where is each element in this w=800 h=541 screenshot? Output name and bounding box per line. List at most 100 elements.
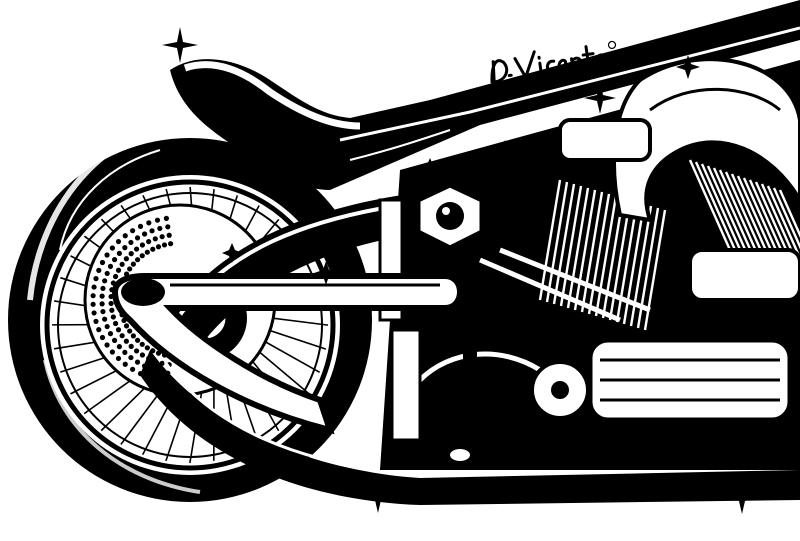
disc-hole [154,217,161,223]
fin [601,197,625,319]
fin [718,169,762,261]
disc-hole [109,349,115,355]
disc-hole [104,342,110,348]
disc-hole [93,276,99,282]
engine [378,57,800,470]
disc-hole [108,300,114,307]
disc-hole [165,224,171,230]
seat-and-top-rail [170,0,800,190]
disc-hole [122,233,128,239]
disc-hole [107,263,114,269]
disc-hole [144,249,150,255]
disc-hole [122,361,128,367]
air-cleaner-center [436,202,464,230]
disc-hole [111,337,118,343]
disc-hole [149,228,155,234]
disc-hole [90,301,96,307]
rocker-box-front [688,248,800,302]
disc-hole [139,242,146,248]
sparkle [162,27,198,63]
disc-hole [115,238,122,245]
disc-hole [146,220,152,226]
disc-hole [133,246,140,252]
disc-hole [133,348,140,354]
disc-hole [128,251,134,257]
tire-highlight-thin [59,149,161,251]
disc-hole [130,366,136,372]
disc-hole [112,320,119,327]
seat-highlight [183,61,361,130]
disc-hole [109,245,115,251]
fin [538,179,562,301]
disc-hole [127,266,133,272]
primary-cover-lines [600,358,780,402]
disc-hole [102,278,108,284]
disc-hole [144,345,150,351]
exhaust-tip [121,278,165,306]
fin [706,165,750,257]
disc-hole [104,270,110,277]
disc-hole [139,253,145,259]
fin [778,189,800,238]
disc-hole [155,244,162,250]
fin [587,193,611,315]
disc-hole [130,228,136,234]
disc-hole [146,238,152,245]
disc-hole [91,284,97,290]
signature-glyphs [490,45,609,86]
sparkle [420,158,440,178]
disc-hole [100,285,106,292]
disc-hole [104,252,110,258]
fin [573,189,597,311]
disc-hole [152,236,158,242]
fin [615,201,639,323]
cylinder-fins [538,159,800,331]
disc-hole [122,245,128,251]
exhaust [111,273,477,465]
trademark-mark [607,40,617,50]
kickstand-foot [446,445,474,465]
frame-lower-rail [140,350,800,505]
disc-hole [112,273,119,280]
sparkle [222,243,242,263]
disc-hole [96,327,102,333]
sparkle [584,82,616,114]
disc-hole [157,225,163,232]
disc-hole [159,234,165,240]
fin [766,185,800,261]
disc-hole [137,223,144,229]
disc-hole [161,242,168,248]
disc-hole [166,232,172,238]
disc-hole [123,323,130,329]
fin [559,185,583,307]
disc-hole [128,354,134,361]
fin [712,167,756,259]
disc-hole [130,261,136,267]
fin [622,203,646,325]
disc-hole [139,341,145,347]
fin [580,191,604,313]
disc-hole [134,257,141,263]
disc-hole [139,352,146,358]
artist-signature [490,40,617,86]
fin [608,199,632,321]
disc-hole [99,293,105,299]
oil-line [390,328,422,442]
disc-hole [115,355,122,362]
disc-hole [168,241,174,247]
disc-hole [110,314,116,320]
fin [552,183,576,305]
disc-hole [122,349,128,355]
disc-hole [99,334,106,341]
disc-hole [134,359,141,365]
tire-highlight [27,115,211,301]
fin [566,187,590,309]
disc-hole [116,344,122,350]
sparkle [362,481,394,513]
exhaust-pipe-upper [612,57,800,223]
disc-hole [91,310,97,316]
disc-hole [119,333,125,339]
disc-hole [104,323,110,330]
exhaust-shade [649,87,781,112]
